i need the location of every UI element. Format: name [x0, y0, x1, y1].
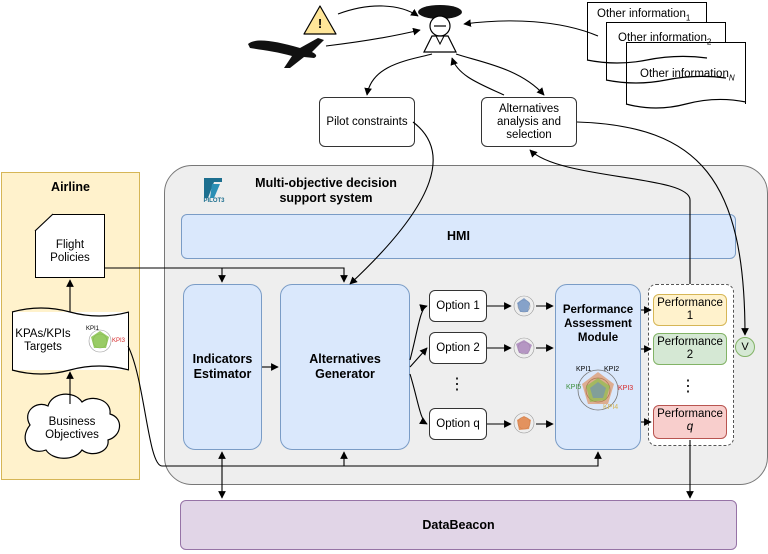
pilot3-logo: PILOT3 [200, 176, 228, 206]
flight-policies-doc [35, 214, 105, 278]
radar-kpas-targets [88, 329, 112, 353]
radar-performance-module [577, 369, 619, 411]
radar-option-q [513, 412, 535, 434]
pilot-constraints-box: Pilot constraints [319, 97, 415, 147]
alternatives-generator: Alternatives Generator [280, 284, 410, 450]
option-q: Option q [429, 408, 487, 440]
kpas-targets-doc [12, 312, 129, 370]
other-info-n-sub: N [728, 73, 735, 83]
radar-option-1 [513, 295, 535, 317]
performance-assessment-label: Performance Assessment Module [562, 304, 634, 344]
pilot3-logo-text: PILOT3 [203, 198, 225, 204]
performance-2-label: Performance [657, 336, 723, 348]
performance-1: Performance 1 [653, 294, 727, 326]
system-title: Multi-objective decision support system [255, 176, 397, 205]
indicators-estimator: Indicators Estimator [183, 284, 262, 450]
kpi-label-module-1: KPI1 [576, 366, 592, 373]
validation-node: V [735, 337, 755, 357]
performance-ellipsis: ⋮ [680, 377, 696, 395]
option-2: Option 2 [429, 332, 487, 364]
airline-title: Airline [51, 179, 90, 194]
kpi-label-targets-1: KPI1 [86, 326, 100, 332]
performance-2: Performance 2 [653, 333, 727, 365]
other-info-2-text: Other information2 [618, 32, 711, 46]
kpi-label-module-2: KPI2 [604, 366, 620, 373]
databeacon-bar: DataBeacon [180, 500, 737, 550]
option-ellipsis: ⋮ [449, 375, 465, 393]
radar-option-2 [513, 337, 535, 359]
other-info-2-sub: 2 [706, 37, 712, 47]
other-info-1-label: Other information [597, 8, 686, 20]
kpi-label-module-3: KPI3 [618, 385, 634, 392]
flight-policies-label: Flight Policies [50, 239, 90, 264]
kpi-label-targets-3: KPI3 [112, 338, 126, 344]
other-info-1-sub: 1 [685, 13, 691, 23]
kpi-label-module-4: KPI4 [603, 404, 619, 411]
other-info-n-label: Other information [640, 68, 729, 80]
other-info-page-n [626, 42, 746, 104]
performance-q-sub: q [686, 421, 694, 433]
warning-glyph: ! [317, 15, 323, 31]
performance-assessment-module [555, 284, 641, 450]
alternatives-analysis-box: Alternatives analysis and selection [481, 97, 577, 147]
performance-1-label: Performance [657, 297, 723, 309]
performance-2-sub: 2 [686, 349, 694, 361]
performance-1-sub: 1 [686, 310, 694, 322]
performance-q-label: Performance [657, 408, 723, 420]
kpas-targets-label: KPAs/KPIs Targets [15, 328, 71, 353]
other-info-2-label: Other information [618, 32, 707, 44]
performance-q: Performance q [653, 405, 727, 439]
other-info-1-text: Other information1 [597, 8, 690, 22]
other-info-n-text: Other informationN [640, 68, 735, 82]
option-1: Option 1 [429, 290, 487, 322]
business-objectives-label: Business Objectives [45, 416, 99, 441]
kpi-label-module-5: KPI5 [566, 384, 582, 391]
